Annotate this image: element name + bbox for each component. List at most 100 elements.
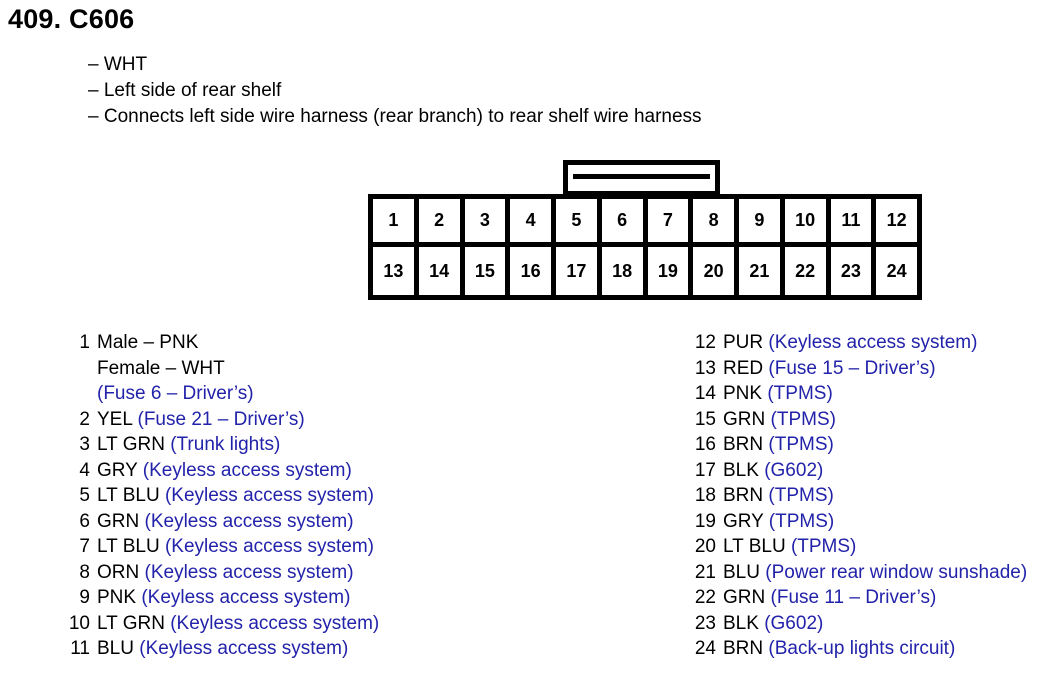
circuit-reference: (Trunk lights): [170, 434, 281, 455]
wire-color-code: Female – WHT: [97, 357, 225, 379]
pin-number: 22: [694, 587, 716, 608]
wire-color-code: GRY: [723, 510, 764, 532]
pin-detail: BLK (G602): [723, 611, 1058, 637]
wire-color-code: PNK: [723, 383, 763, 404]
connector-pin-17: 17: [556, 247, 602, 295]
circuit-reference: (TPMS): [770, 408, 836, 430]
connector-pin-20: 20: [693, 247, 739, 295]
wire-color-code: PNK: [97, 587, 137, 608]
connector-pin-13: 13: [373, 247, 419, 295]
pin-assignment-row: 12 PUR (Keyless access system): [688, 330, 1058, 356]
wire-color-code: LT BLU: [97, 485, 160, 506]
pin-detail-line: RED (Fuse 15 – Driver’s): [723, 356, 1058, 382]
pin-detail-line: ORN (Keyless access system): [97, 560, 462, 586]
pin-number: 17: [694, 459, 716, 481]
pin-number: 3: [79, 434, 90, 455]
wire-color-code: BLK: [723, 612, 759, 634]
pin-number: 2: [79, 408, 90, 430]
pin-detail: PNK (TPMS): [723, 381, 1058, 407]
pin-detail: PNK (Keyless access system): [97, 585, 462, 611]
circuit-reference: (Keyless access system): [164, 536, 374, 557]
pin-detail: BRN (TPMS): [723, 483, 1058, 509]
pin-detail-line: LT BLU (Keyless access system): [97, 483, 462, 509]
circuit-reference: (Keyless access system): [144, 510, 354, 532]
connector-pin-8: 8: [693, 199, 739, 242]
pin-detail-line: (Fuse 6 – Driver’s): [97, 381, 462, 407]
pin-detail-line: LT BLU (TPMS): [723, 534, 1058, 560]
connector-pin-18: 18: [601, 247, 648, 295]
pin-detail-line: BLK (G602): [723, 611, 1058, 637]
circuit-reference: (G602): [764, 459, 824, 481]
connector-pin-11: 11: [830, 199, 877, 242]
wire-color-code: YEL: [97, 408, 133, 430]
circuit-reference: (Keyless access system): [139, 638, 349, 659]
pin-number: 9: [79, 587, 90, 608]
pin-detail: GRN (Keyless access system): [97, 509, 462, 535]
wire-color-code: Male – PNK: [97, 332, 199, 353]
wire-color-code: GRN: [723, 587, 766, 608]
pin-detail-line: BLU (Power rear window sunshade): [723, 560, 1058, 586]
pin-detail-line: LT GRN (Keyless access system): [97, 611, 462, 637]
pin-detail: LT BLU (Keyless access system): [97, 483, 462, 509]
wire-color-code: RED: [723, 357, 764, 379]
circuit-reference: (Keyless access system): [170, 612, 380, 634]
connector-pin-21: 21: [739, 247, 785, 295]
pin-assignment-row: 2 YEL (Fuse 21 – Driver’s): [62, 407, 462, 433]
connector-pin-3: 3: [464, 199, 511, 242]
wire-color-code: LT GRN: [97, 434, 165, 455]
connector-center-latch-band: [573, 174, 710, 179]
pin-number: 8: [79, 561, 90, 583]
circuit-reference: (TPMS): [790, 536, 857, 557]
connector-description-line: – WHT: [88, 54, 148, 75]
pin-detail: YEL (Fuse 21 – Driver’s): [97, 407, 462, 433]
pin-detail-line: YEL (Fuse 21 – Driver’s): [97, 407, 462, 433]
pin-detail: BLK (G602): [723, 458, 1058, 484]
circuit-reference: (Keyless access system): [164, 485, 374, 506]
connector-description-line: – Left side of rear shelf: [88, 80, 282, 101]
pin-detail-line: BRN (TPMS): [723, 483, 1058, 509]
pin-detail-line: GRY (Keyless access system): [97, 458, 462, 484]
pin-detail: LT GRN (Keyless access system): [97, 611, 462, 637]
connector-pin-16: 16: [510, 247, 556, 295]
pin-detail: PUR (Keyless access system): [723, 330, 1058, 356]
connector-pin-5: 5: [556, 199, 602, 242]
wire-color-code: BLK: [723, 459, 759, 481]
pin-number: 18: [694, 485, 716, 506]
pin-detail: GRY (TPMS): [723, 509, 1058, 535]
pin-detail: BRN (TPMS): [723, 432, 1058, 458]
circuit-reference: (TPMS): [768, 434, 834, 455]
pin-detail: LT BLU (Keyless access system): [97, 534, 462, 560]
pin-detail-line: BLK (G602): [723, 458, 1058, 484]
pin-number: 13: [694, 357, 716, 379]
pin-detail: BRN (Back-up lights circuit): [723, 636, 1058, 662]
circuit-reference: (Keyless access system): [768, 332, 978, 353]
circuit-reference: (G602): [764, 612, 824, 634]
circuit-reference: (Keyless access system): [144, 561, 354, 583]
pin-assignment-row: 3 LT GRN (Trunk lights): [62, 432, 462, 458]
pin-assignment-row: 17 BLK (G602): [688, 458, 1058, 484]
pin-assignment-row: 13 RED (Fuse 15 – Driver’s): [688, 356, 1058, 382]
connector-pin-15: 15: [464, 247, 511, 295]
circuit-reference: (Power rear window sunshade): [765, 561, 1028, 583]
pin-number: 12: [694, 332, 716, 353]
connector-pin-2: 2: [418, 199, 465, 242]
circuit-reference: (Fuse 21 – Driver’s): [137, 408, 305, 430]
wire-color-code: BLU: [723, 561, 760, 583]
wire-color-code: GRN: [723, 408, 766, 430]
pin-number: 10: [68, 612, 90, 634]
wire-color-code: BRN: [723, 638, 764, 659]
circuit-reference: (TPMS): [767, 383, 833, 404]
wire-color-code: BRN: [723, 485, 764, 506]
pin-detail: Male – PNK Female – WHT(Fuse 6 – Driver’s…: [97, 330, 462, 407]
circuit-reference: (Fuse 15 – Driver’s): [768, 357, 936, 379]
pin-number: 16: [694, 434, 716, 455]
wire-color-code: BRN: [723, 434, 764, 455]
